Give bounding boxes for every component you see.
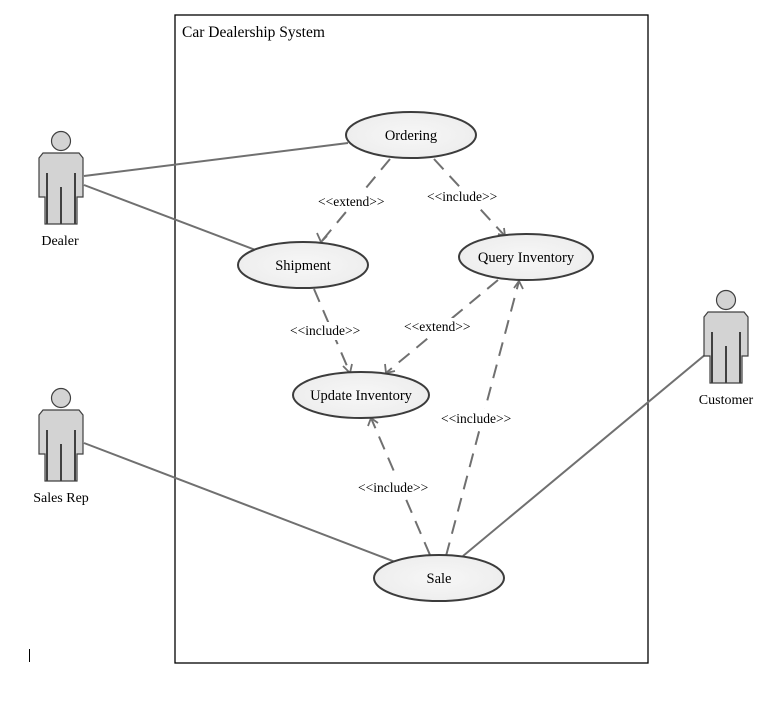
- use-case-query-inventory[interactable]: Query Inventory: [458, 233, 594, 281]
- association-customer-sale[interactable]: [462, 353, 707, 557]
- actor-label: Dealer: [41, 234, 79, 249]
- text-cursor: [29, 649, 30, 662]
- use-case-label: Update Inventory: [310, 388, 413, 404]
- stereotype-label: <<include>>: [358, 480, 428, 495]
- actor-sales-rep[interactable]: Sales Rep: [33, 387, 89, 507]
- actor-dealer[interactable]: Dealer: [38, 130, 84, 250]
- association-dealer-shipment[interactable]: [83, 184, 259, 252]
- association-salesrep-sale[interactable]: [83, 442, 399, 564]
- include-shipment-update-inventory[interactable]: [313, 288, 351, 374]
- use-case-label: Query Inventory: [478, 250, 575, 266]
- actor-label: Sales Rep: [33, 491, 89, 506]
- stereotype-label: <<extend>>: [318, 194, 384, 209]
- use-case-ordering[interactable]: Ordering: [345, 111, 477, 159]
- actor-head-icon: [50, 130, 72, 152]
- system-title: Car Dealership System: [182, 24, 325, 41]
- stereotype-label: <<include>>: [290, 323, 360, 338]
- actor-label: Customer: [699, 393, 754, 408]
- actor-head-icon: [715, 289, 737, 311]
- association-dealer-ordering[interactable]: [83, 142, 349, 177]
- stereotype-label: <<include>>: [427, 189, 497, 204]
- use-case-sale[interactable]: Sale: [373, 554, 505, 602]
- stereotype-label: <<extend>>: [404, 319, 470, 334]
- actor-head-icon: [50, 387, 72, 409]
- use-case-label: Ordering: [385, 128, 437, 144]
- use-case-update-inventory[interactable]: Update Inventory: [292, 371, 430, 419]
- use-case-shipment[interactable]: Shipment: [237, 241, 369, 289]
- stereotype-label: <<include>>: [441, 411, 511, 426]
- arrowhead-query-inventory-from-sale: [513, 279, 524, 290]
- actor-customer[interactable]: Customer: [699, 289, 754, 409]
- use-case-label: Sale: [427, 571, 452, 587]
- use-case-label: Shipment: [275, 258, 331, 274]
